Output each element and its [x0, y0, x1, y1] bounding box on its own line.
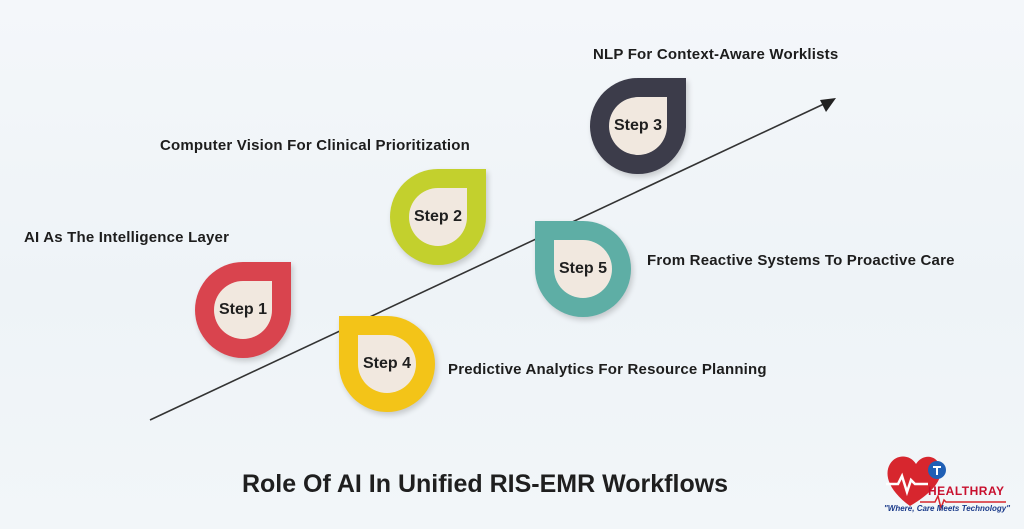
- step-4-label: Step 4: [362, 355, 411, 372]
- step-5-badge: Step 5: [535, 221, 631, 317]
- step-2-caption: Computer Vision For Clinical Prioritizat…: [160, 137, 471, 154]
- diagram-title: Role Of AI In Unified RIS-EMR Workflows: [241, 470, 729, 498]
- step-3-inner: [609, 97, 667, 155]
- step-4-caption: Predictive Analytics For Resource Planni…: [448, 361, 767, 378]
- step-1-inner: [214, 281, 272, 339]
- step-3-caption: NLP For Context-Aware Worklists: [593, 46, 839, 63]
- logo-tagline: "Where, Care Meets Technology": [884, 504, 1010, 513]
- step-5-caption: From Reactive Systems To Proactive Care: [647, 252, 955, 269]
- step-1-badge: Step 1: [195, 262, 291, 358]
- step-2-label: Step 2: [413, 208, 462, 225]
- step-5-inner: [554, 240, 612, 298]
- step-4-inner: [358, 335, 416, 393]
- step-3-badge: Step 3: [590, 78, 686, 174]
- step-3-label: Step 3: [613, 117, 662, 134]
- step-1-caption: AI As The Intelligence Layer: [24, 229, 230, 246]
- step-2-inner: [409, 188, 467, 246]
- step-5-label: Step 5: [558, 260, 607, 277]
- step-1-label: Step 1: [218, 301, 267, 318]
- heart-pulse-icon: [886, 456, 1006, 511]
- step-4-badge: Step 4: [339, 316, 435, 412]
- step-2-badge: Step 2: [390, 169, 486, 265]
- logo-name: HEALTHRAY: [928, 484, 1005, 498]
